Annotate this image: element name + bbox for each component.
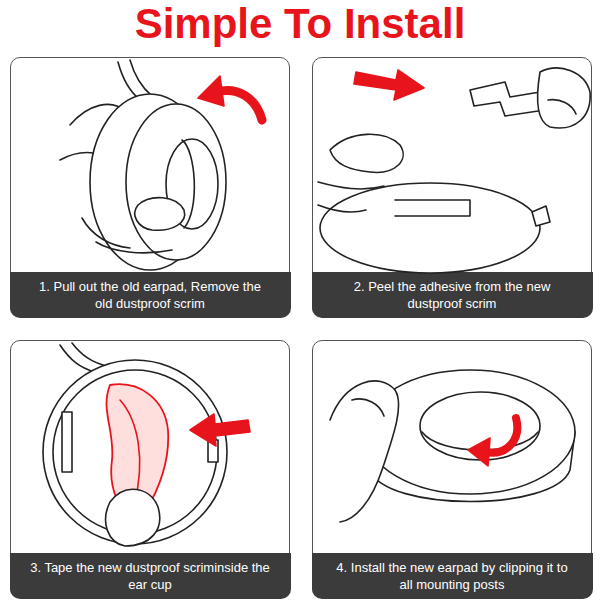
step1-illustration-part [126,104,226,260]
caption-band: 4. Install the new earpad by clipping it… [312,553,593,599]
step3-illustration-part [208,440,218,462]
step-panel: 3. Tape the new dustproof scriminside th… [10,340,290,598]
step4-illustration-part [365,370,575,494]
step3-illustration-part [72,343,106,366]
step3-illustration-part [190,414,250,446]
step4-illustration-part [365,432,575,502]
step1-illustration [60,60,262,270]
step3-illustration-part [43,360,227,544]
step3-illustration [43,343,250,546]
step1-illustration-part [135,198,185,231]
step1-illustration-part [130,60,152,96]
step2-illustration-part [330,134,403,172]
step3-illustration-part [106,489,160,546]
step3-illustration-part [62,412,72,472]
step2-illustration-part [395,200,470,216]
caption-band: 3. Tape the new dustproof scriminside th… [10,553,291,599]
step-caption: 4. Install the new earpad by clipping it… [332,559,573,593]
step1-illustration-part [96,242,172,253]
step1-illustration-part [198,76,224,106]
step4-illustration-part [486,418,517,453]
step1-illustration-part [182,140,194,228]
step3-illustration-part [107,384,169,520]
step3-illustration-part [53,370,217,534]
step-panel: 2. Peel the adhesive from the new dustpr… [312,57,592,317]
step1-illustration-part [118,62,140,100]
step-caption: 2. Peel the adhesive from the new dustpr… [332,278,573,312]
step1-illustration-part [90,94,210,270]
step2-illustration-part [320,183,540,273]
step1-illustration-part [70,104,128,140]
step-panel: 1. Pull out the old earpad, Remove the o… [10,57,290,317]
step4-illustration-part [468,438,490,466]
step2-illustration-part [318,205,366,212]
step3-illustration-part [120,400,140,505]
caption-band: 1. Pull out the old earpad, Remove the o… [10,272,291,318]
step4-illustration-part [352,399,384,416]
step1-illustration-part [216,90,262,120]
step2-illustration-part [548,100,576,114]
step2-illustration-part [354,70,424,100]
step4-illustration-part [420,392,540,460]
step-panel: 4. Install the new earpad by clipping it… [312,340,592,598]
step3-illustration-part [60,345,95,372]
step1-illustration-part [60,153,108,161]
page-title: Simple To Install [0,0,600,48]
step2-illustration [318,68,590,273]
step2-illustration-part [470,82,545,116]
step4-illustration-part [422,432,538,450]
step4-illustration-part [330,381,399,522]
step2-illustration-part [538,68,590,128]
step4-illustration [330,370,575,522]
step-caption: 1. Pull out the old earpad, Remove the o… [30,278,271,312]
step2-illustration-part [318,182,384,189]
step1-illustration-part [166,139,218,229]
step2-illustration-part [532,206,550,226]
step-caption: 3. Tape the new dustproof scriminside th… [30,559,271,593]
caption-band: 2. Peel the adhesive from the new dustpr… [312,272,593,318]
step1-illustration-part [82,218,130,248]
